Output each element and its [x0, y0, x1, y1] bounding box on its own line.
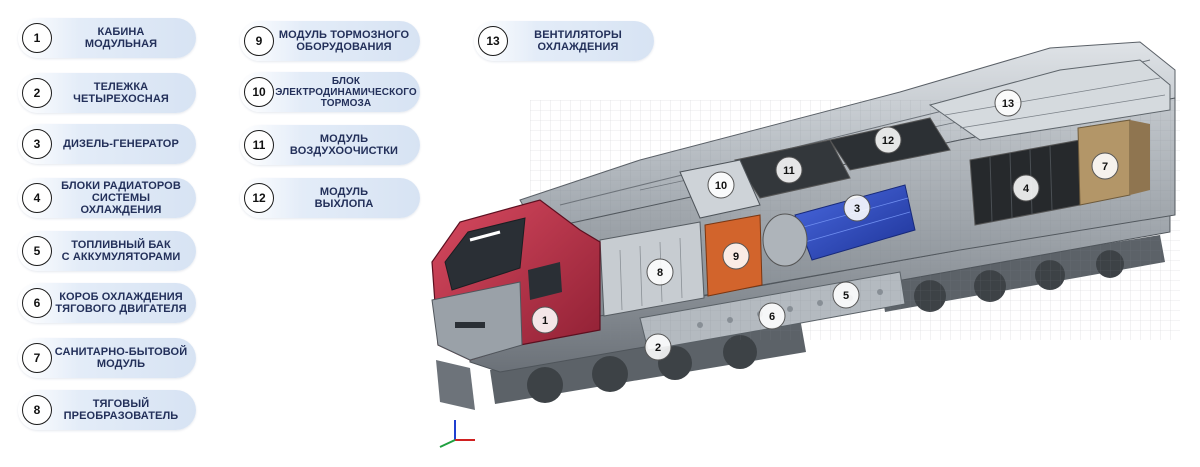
callout-marker-2: 2	[644, 333, 672, 361]
legend-item-4: 4 БЛОКИ РАДИАТОРОВ СИСТЕМЫ ОХЛАЖДЕНИЯ	[18, 178, 196, 218]
legend-item-12: 12 МОДУЛЬ ВЫХЛОПА	[240, 178, 420, 218]
legend-number: 9	[244, 26, 274, 56]
callout-marker-label: 5	[843, 290, 849, 302]
legend-number: 10	[244, 77, 274, 107]
callout-marker-6: 6	[758, 302, 786, 330]
legend-number: 6	[22, 288, 52, 318]
legend-item-10: 10 БЛОК ЭЛЕКТРОДИНАМИЧЕСКОГО ТОРМОЗА	[240, 72, 420, 112]
axis-gizmo	[439, 420, 475, 448]
cab-side-window	[528, 262, 562, 300]
callout-marker-label: 6	[769, 311, 775, 323]
legend-number: 2	[22, 78, 52, 108]
callout-marker-3: 3	[843, 194, 871, 222]
legend-item-3: 3 ДИЗЕЛЬ-ГЕНЕРАТОР	[18, 124, 196, 164]
legend-number: 5	[22, 236, 52, 266]
callout-marker-9: 9	[722, 242, 750, 270]
legend-label: БЛОКИ РАДИАТОРОВ СИСТЕМЫ ОХЛАЖДЕНИЯ	[61, 180, 181, 216]
legend-number: 8	[22, 395, 52, 425]
callout-marker-label: 3	[854, 203, 860, 215]
legend-number: 11	[244, 130, 274, 160]
callout-marker-label: 13	[1002, 98, 1014, 110]
legend-label: ТОПЛИВНЫЙ БАК С АККУМУЛЯТОРАМИ	[61, 239, 181, 263]
legend-label: ТЕЛЕЖКА ЧЕТЫРЕХОСНАЯ	[73, 81, 169, 105]
legend-item-11: 11 МОДУЛЬ ВОЗДУХООЧИСТКИ	[240, 125, 420, 165]
cab-windshield	[444, 217, 526, 291]
legend-number: 3	[22, 129, 52, 159]
callout-marker-7: 7	[1091, 152, 1119, 180]
callout-marker-11: 11	[775, 156, 803, 184]
callout-marker-5: 5	[832, 281, 860, 309]
cooling-fan-section	[928, 59, 1171, 141]
callout-marker-label: 7	[1102, 161, 1108, 173]
callout-marker-label: 4	[1023, 183, 1030, 195]
legend-label: КАБИНА МОДУЛЬНАЯ	[84, 26, 158, 50]
callout-marker-13: 13	[994, 89, 1022, 117]
legend-label: ДИЗЕЛЬ-ГЕНЕРАТОР	[63, 138, 179, 150]
legend-number: 1	[22, 23, 52, 53]
legend-label: САНИТАРНО-БЫТОВОЙ МОДУЛЬ	[54, 346, 188, 370]
callout-marker-label: 9	[733, 251, 739, 263]
legend-number: 12	[244, 183, 274, 213]
callout-marker-label: 2	[655, 342, 661, 354]
legend-item-2: 2 ТЕЛЕЖКА ЧЕТЫРЕХОСНАЯ	[18, 73, 196, 113]
legend-label: МОДУЛЬ ВОЗДУХООЧИСТКИ	[289, 133, 399, 157]
callout-marker-12: 12	[874, 126, 902, 154]
legend-label: МОДУЛЬ ТОРМОЗНОГО ОБОРУДОВАНИЯ	[278, 29, 410, 53]
legend-number: 13	[478, 26, 508, 56]
legend-label: ТЯГОВЫЙ ПРЕОБРАЗОВАТЕЛЬ	[63, 398, 179, 422]
callout-marker-label: 1	[542, 315, 548, 327]
callout-marker-label: 11	[783, 165, 795, 177]
legend-item-6: 6 КОРОБ ОХЛАЖДЕНИЯ ТЯГОВОГО ДВИГАТЕЛЯ	[18, 283, 196, 323]
legend-item-9: 9 МОДУЛЬ ТОРМОЗНОГО ОБОРУДОВАНИЯ	[240, 21, 420, 61]
callout-marker-label: 10	[715, 180, 727, 192]
callout-marker-1: 1	[531, 306, 559, 334]
legend-label: ВЕНТИЛЯТОРЫ ОХЛАЖДЕНИЯ	[534, 29, 622, 53]
legend-number: 4	[22, 183, 52, 213]
callout-marker-label: 8	[657, 267, 663, 279]
legend-label: КОРОБ ОХЛАЖДЕНИЯ ТЯГОВОГО ДВИГАТЕЛЯ	[55, 291, 187, 315]
legend-item-8: 8 ТЯГОВЫЙ ПРЕОБРАЗОВАТЕЛЬ	[18, 390, 196, 430]
legend-item-13: 13 ВЕНТИЛЯТОРЫ ОХЛАЖДЕНИЯ	[474, 21, 654, 61]
legend-item-5: 5 ТОПЛИВНЫЙ БАК С АККУМУЛЯТОРАМИ	[18, 231, 196, 271]
legend-item-1: 1 КАБИНА МОДУЛЬНАЯ	[18, 18, 196, 58]
callout-marker-4: 4	[1012, 174, 1040, 202]
legend-label: БЛОК ЭЛЕКТРОДИНАМИЧЕСКОГО ТОРМОЗА	[275, 75, 417, 109]
legend-item-7: 7 САНИТАРНО-БЫТОВОЙ МОДУЛЬ	[18, 338, 196, 378]
legend-number: 7	[22, 343, 52, 373]
callout-marker-8: 8	[646, 258, 674, 286]
legend-label: МОДУЛЬ ВЫХЛОПА	[314, 186, 374, 210]
callout-marker-label: 12	[882, 135, 894, 147]
callout-marker-10: 10	[707, 171, 735, 199]
